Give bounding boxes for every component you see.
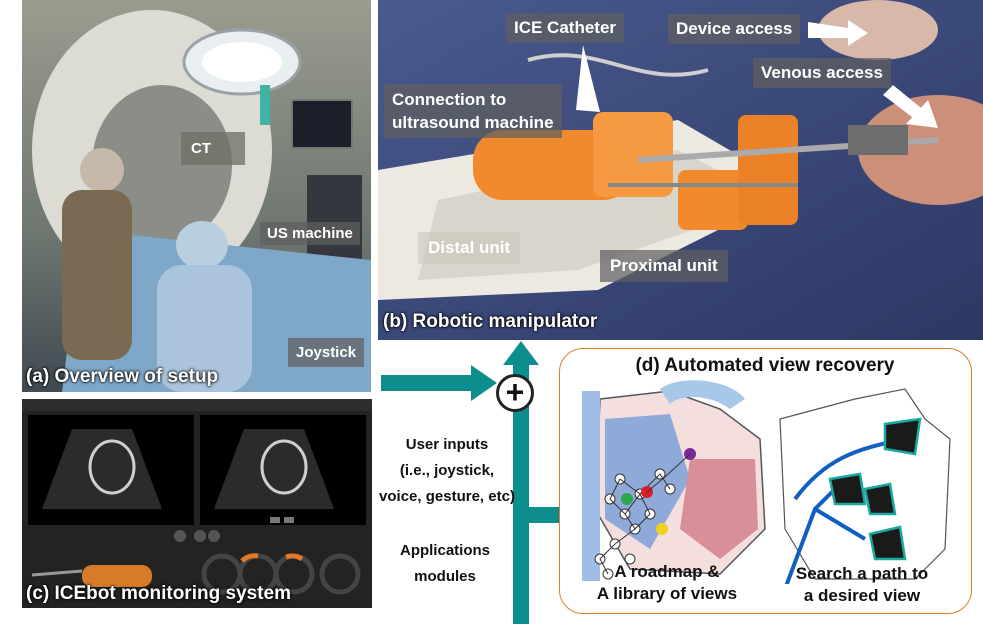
heart-roadmap-diagram xyxy=(582,380,766,581)
search-path-diagram xyxy=(779,388,951,584)
user-inputs-line1: User inputs xyxy=(405,436,489,453)
search-caption: Search a path to a desired view xyxy=(772,563,952,607)
roadmap-caption-line1: A roadmap & xyxy=(614,562,720,581)
panel-b-robotic-manipulator: ICE Catheter Device access Venous access… xyxy=(378,0,983,340)
search-caption-line1: Search a path to xyxy=(795,564,929,583)
panel-d-title: (d) Automated view recovery xyxy=(635,355,895,376)
venous-access-tag: Venous access xyxy=(753,58,891,88)
user-inputs-line2: (i.e., joystick, xyxy=(399,462,495,479)
plus-junction: + xyxy=(496,374,534,412)
venous-access-arrow xyxy=(883,85,926,120)
proximal-unit-tag: Proximal unit xyxy=(600,250,728,282)
operating-room-photo xyxy=(22,0,371,392)
connection-line1: Connection to xyxy=(392,90,507,109)
applications-line1: Applications xyxy=(399,542,490,559)
panel-d-view-recovery: (d) Automated view recovery xyxy=(559,348,972,614)
arrow-to-manipulator xyxy=(513,363,529,624)
panel-b-caption: (b) Robotic manipulator xyxy=(383,311,598,332)
us-machine-tag: US machine xyxy=(260,222,360,245)
robot-photo xyxy=(378,0,983,340)
plus-symbol: + xyxy=(505,373,525,410)
ice-catheter-arrow xyxy=(576,45,600,112)
distal-unit-tag: Distal unit xyxy=(418,232,521,264)
roadmap-caption-line2: A library of views xyxy=(596,584,738,603)
monitoring-screen xyxy=(22,399,372,608)
user-inputs-line3: voice, gesture, etc) xyxy=(379,488,515,505)
panel-a-caption: (a) Overview of setup xyxy=(26,366,219,387)
ice-catheter-tag: ICE Catheter xyxy=(506,13,625,43)
panel-a-overview: CT US machine Joystick (a) Overview of s… xyxy=(22,0,371,392)
arrow-from-setup xyxy=(381,375,475,391)
panel-c-monitoring-system: (c) ICEbot monitoring system xyxy=(22,399,372,608)
flow-connectors xyxy=(381,341,571,624)
search-caption-line2: a desired view xyxy=(803,586,921,605)
panel-c-caption: (c) ICEbot monitoring system xyxy=(26,583,291,604)
user-inputs-text: User inputs (i.e., joystick, voice, gest… xyxy=(372,432,522,510)
roadmap-caption: A roadmap & A library of views xyxy=(572,561,762,605)
device-access-tag: Device access xyxy=(668,14,801,44)
connection-line2: ultrasound machine xyxy=(392,113,554,132)
ct-tag: CT xyxy=(181,132,245,165)
connection-tag: Connection to ultrasound machine xyxy=(384,84,562,138)
joystick-tag: Joystick xyxy=(288,338,365,367)
applications-line2: modules xyxy=(414,568,476,585)
applications-text: Applications modules xyxy=(380,538,510,590)
device-access-arrow xyxy=(808,22,848,38)
